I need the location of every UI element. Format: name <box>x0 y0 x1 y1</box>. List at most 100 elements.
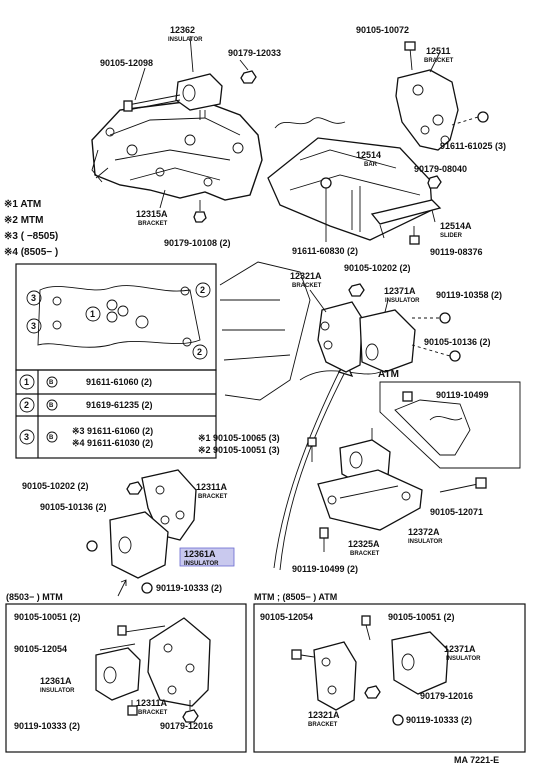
label-12371A: 12371A <box>384 286 416 296</box>
label-90105-10072: 90105-10072 <box>356 25 409 35</box>
label-12325A: 12325A <box>348 539 380 549</box>
legend-row2-part: 91619-61235 (2) <box>86 400 153 410</box>
label-12311A-b-sub: BRACKET <box>138 710 168 716</box>
nut-90179-08040 <box>427 175 442 189</box>
bracket-12511-part <box>395 41 459 151</box>
label-90105-10051-b: 90105-10051 (2) <box>14 612 81 622</box>
label-12321A-b-sub: BRACKET <box>308 722 338 728</box>
label-90119-10499-a: 90119-10499 <box>436 390 489 400</box>
label-mtm-left: (8503− ) MTM <box>6 592 63 602</box>
label-90119-10333-c: 90119-10333 (2) <box>406 715 472 725</box>
nut-90179-10108 <box>193 200 207 223</box>
label-90105-10202-a: 90105-10202 (2) <box>344 263 411 273</box>
callout-3-b: 3 <box>31 321 36 331</box>
bolt-symbol-91611-61025 <box>477 111 489 123</box>
label-mtm-right: MTM ; (8505− ) ATM <box>254 592 337 602</box>
atm-inset-frame <box>379 381 521 469</box>
legend-row3-b: B <box>49 435 54 441</box>
leader-12321A <box>309 289 327 313</box>
label-12362: 12362 <box>170 25 195 35</box>
label-91611-61025: 91611-61025 (3) <box>440 141 506 151</box>
label-12361A-b-sub: INSULATOR <box>40 688 75 694</box>
label-12321A-b: 12321A <box>308 710 340 720</box>
legend-row1-part: 91611-61060 (2) <box>86 377 152 387</box>
bolt-legend-table: 1 B 91611-61060 (2) 2 B 91619-61235 (2) … <box>15 369 217 459</box>
bottom-right-box <box>253 603 526 753</box>
label-12315A-sub: BRACKET <box>138 221 168 227</box>
callout-3-circle-a <box>26 290 42 306</box>
label-12514: 12514 <box>356 150 381 160</box>
bolt-90105-12071 <box>439 477 487 493</box>
label-90105-10051-a: ※2 90105-10051 (3) <box>198 445 280 455</box>
callout-1-circle <box>85 306 101 322</box>
label-12311A: 12311A <box>196 482 228 492</box>
insulator-12371A-part <box>359 309 416 373</box>
label-90105-12071: 90105-12071 <box>430 507 483 517</box>
legend-row1-b: B <box>49 380 54 386</box>
leader-12315A <box>159 189 166 209</box>
label-90105-10136-a: 90105-10136 (2) <box>424 337 491 347</box>
label-90179-12033: 90179-12033 <box>228 48 281 58</box>
label-12321A-sub: BRACKET <box>292 283 322 289</box>
insulator-12361A-part <box>109 511 169 579</box>
callout-3-circle-b <box>26 318 42 334</box>
label-90105-10051-c: 90105-10051 (2) <box>388 612 455 622</box>
label-90179-08040: 90179-08040 <box>414 164 467 174</box>
bolt-symbol-90119-10333-a <box>141 582 153 594</box>
leader-12371A <box>384 299 389 313</box>
bolt-symbol-91611-60830 <box>320 177 332 189</box>
nut-90105-10202-a <box>348 283 365 297</box>
label-90119-10333-b: 90119-10333 (2) <box>14 721 80 731</box>
label-90105-12054-b: 90105-12054 <box>260 612 313 622</box>
label-12514A: 12514A <box>440 221 472 231</box>
label-12372A: 12372A <box>408 527 440 537</box>
label-12371A-b: 12371A <box>444 644 476 654</box>
nut-90179-12033 <box>240 70 257 84</box>
callout-3-a: 3 <box>31 293 36 303</box>
callout-2-b: 2 <box>197 347 202 357</box>
note-atm: ※1 ATM <box>4 199 41 210</box>
rear-insulator-assembly <box>91 99 263 201</box>
label-12371A-sub: INSULATOR <box>385 298 420 304</box>
page-code: MA 7221-E <box>454 755 499 765</box>
leader-91611-61025 <box>451 116 479 126</box>
leader-90179-12033 <box>239 59 249 71</box>
bolt-90119-10499-b <box>319 527 329 552</box>
bolt-symbol-90105-10136-b <box>86 540 98 552</box>
label-12514-sub: BAR <box>364 162 378 168</box>
label-90105-10136-b: 90105-10136 (2) <box>40 502 107 512</box>
leader-90105-10136-a <box>411 344 451 357</box>
bolt-symbol-90119-10358 <box>439 312 451 324</box>
bracket-12321A-part <box>317 301 363 373</box>
label-12361A-b: 12361A <box>40 676 72 686</box>
bottom-left-mtm-box <box>5 603 247 753</box>
label-12514A-sub: SLIDER <box>440 233 463 239</box>
legend-row2-num: 2 <box>24 400 29 410</box>
label-91611-60830: 91611-60830 (2) <box>292 246 358 256</box>
label-12315A: 12315A <box>136 209 168 219</box>
label-12311A-b: 12311A <box>136 698 168 708</box>
highlight-12361A <box>179 547 235 567</box>
label-90179-12016-b: 90179-12016 <box>420 691 473 701</box>
legend-row3-num: 3 <box>24 432 29 442</box>
note-before-8505: ※3 ( −8505) <box>4 231 58 242</box>
note-after-8505: ※4 (8505− ) <box>4 247 58 258</box>
legend-row1-num: 1 <box>24 377 29 387</box>
legend-row3-part-a: ※3 91611-61060 (2) <box>72 426 153 436</box>
callout-1: 1 <box>90 309 95 319</box>
label-12511: 12511 <box>426 46 451 56</box>
bolt-90105-12098 <box>123 94 181 112</box>
nut-90105-10202-b <box>126 481 143 495</box>
label-12361A: 12361A <box>184 549 216 559</box>
label-90105-10065: ※1 90105-10065 (3) <box>198 433 280 443</box>
note-mtm: ※2 MTM <box>4 215 44 226</box>
bolt-90105-10065 <box>307 437 317 462</box>
label-atm-inset: ATM <box>378 369 399 380</box>
label-12321A: 12321A <box>290 271 322 281</box>
bracket-12325A-part <box>317 469 423 531</box>
bolt-symbol-90105-10136-a <box>449 350 461 362</box>
notes-block: ※1 ATM ※2 MTM ※3 ( −8505) ※4 (8505− ) <box>4 199 58 258</box>
bar-12514-part <box>267 137 433 241</box>
label-90119-10358: 90119-10358 (2) <box>436 290 502 300</box>
insulator-12362-part <box>175 73 223 120</box>
